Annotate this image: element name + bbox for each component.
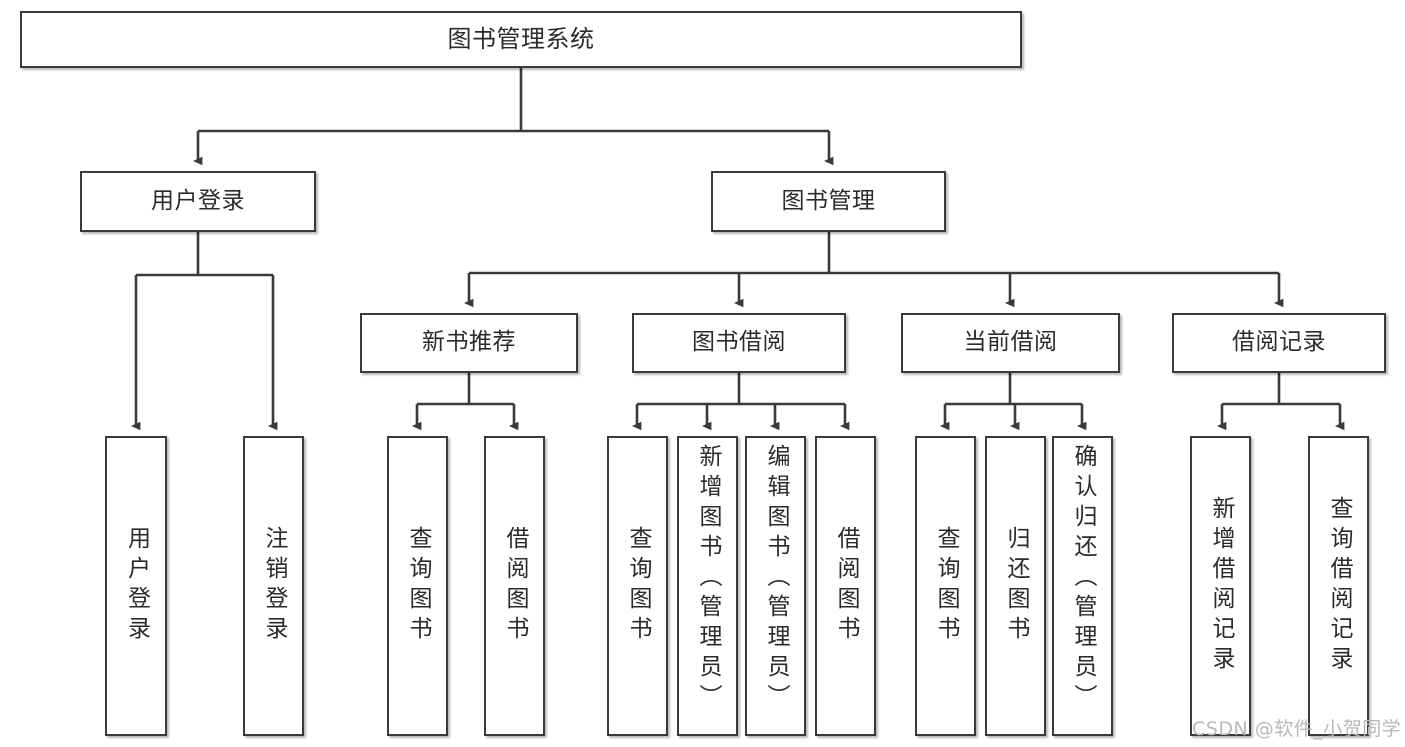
node-root-book-management-system[interactable]: 图书管理系统 [20,11,1022,68]
node-book-borrowing[interactable]: 图书借阅 [632,313,846,373]
leaf-return-book[interactable]: 归还图书 [985,436,1046,736]
node-label: 用户登录 [151,187,245,214]
node-label: 查询图书 [405,526,431,646]
leaf-query-book-from-recommendation[interactable]: 查询图书 [387,436,448,736]
node-label: 编辑图书（管理员） [763,444,789,714]
node-user-login[interactable]: 用户登录 [80,171,316,232]
leaf-add-book-admin[interactable]: 新增图书（管理员） [677,436,738,736]
node-label: 归还图书 [1003,526,1029,646]
node-label: 借阅记录 [1232,329,1326,356]
node-new-book-recommendation[interactable]: 新书推荐 [360,313,578,373]
leaf-add-borrow-record[interactable]: 新增借阅记录 [1190,436,1251,736]
leaf-logout[interactable]: 注销登录 [243,436,304,736]
node-current-borrowing[interactable]: 当前借阅 [901,313,1120,373]
node-label: 图书管理系统 [447,25,595,54]
node-label: 借阅图书 [502,526,528,646]
leaf-user-login[interactable]: 用户登录 [105,436,167,736]
node-book-management[interactable]: 图书管理 [711,171,946,232]
node-label: 查询图书 [933,526,959,646]
leaf-borrow-book-from-recommendation[interactable]: 借阅图书 [484,436,545,736]
leaf-edit-book-admin[interactable]: 编辑图书（管理员） [745,436,806,736]
node-label: 图书借阅 [692,329,786,356]
leaf-query-book-current[interactable]: 查询图书 [915,436,976,736]
node-label: 查询借阅记录 [1326,496,1352,676]
leaf-borrow-book[interactable]: 借阅图书 [815,436,876,736]
leaf-query-borrow-record[interactable]: 查询借阅记录 [1308,436,1369,736]
leaf-confirm-return-admin[interactable]: 确认归还（管理员） [1052,436,1113,736]
node-label: 新增图书（管理员） [695,444,721,714]
node-label: 新书推荐 [422,329,516,356]
node-label: 用户登录 [123,526,150,646]
node-label: 注销登录 [261,526,287,646]
node-label: 新增借阅记录 [1208,496,1234,676]
node-borrowing-records[interactable]: 借阅记录 [1172,313,1386,373]
node-label: 借阅图书 [833,526,859,646]
node-label: 图书管理 [781,187,876,214]
node-label: 查询图书 [625,526,651,646]
leaf-query-book[interactable]: 查询图书 [607,436,668,736]
node-label: 确认归还（管理员） [1070,444,1096,714]
node-label: 当前借阅 [963,329,1058,356]
